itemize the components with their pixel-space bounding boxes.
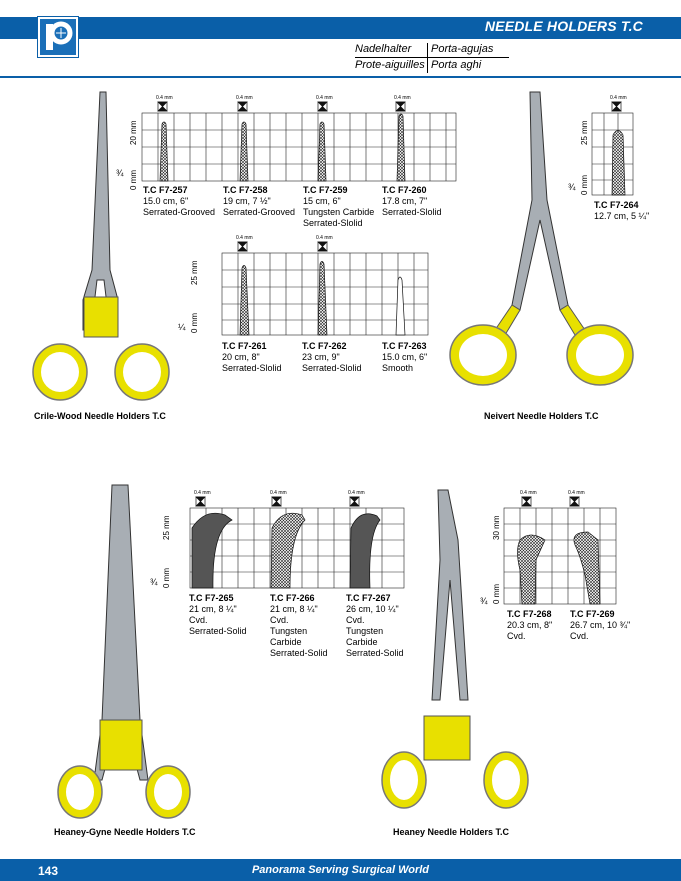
ruler-bottom-value: 0 mm [492, 583, 501, 604]
tips-crile-wood [159, 113, 406, 182]
tips-heaney [517, 531, 601, 605]
tip-size-label: 0.4 mm [348, 490, 365, 496]
tip-size-label: 0.4 mm [270, 490, 287, 496]
ruler-bottom-value: 0 mm [190, 312, 199, 333]
grid-crile-wood [141, 112, 457, 182]
neivert-instrument [449, 91, 634, 386]
ruler-fraction: ¼ [178, 322, 186, 332]
subtitle-spanish: Porta-agujas [431, 43, 494, 55]
footer-tagline: Panorama Serving Surgical World [251, 864, 430, 876]
ruler-fraction: ¾ [150, 577, 158, 587]
subtitle-italian: Porta aghi [431, 59, 482, 71]
header-rule [0, 76, 681, 78]
ruler-fraction: ¾ [568, 182, 576, 192]
ruler-fraction: ¾ [480, 596, 488, 606]
tip-size-label: 0.4 mm [610, 95, 627, 101]
ruler-top-value: 20 mm [129, 120, 138, 145]
subtitle-german: Nadelhalter [355, 43, 412, 55]
instrument-name-heaney-gyne: Heaney-Gyne Needle Holders T.C [54, 827, 196, 837]
tip-size-label: 0.4 mm [194, 490, 211, 496]
tip-size-label: 0.4 mm [156, 95, 173, 101]
tip-size-label: 0.4 mm [236, 95, 253, 101]
ruler-bottom-value: 0 mm [129, 169, 138, 190]
header-band [0, 17, 681, 39]
ruler-top-value: 25 mm [162, 515, 171, 540]
ruler-bottom-value: 0 mm [580, 174, 589, 195]
page-title: NEEDLE HOLDERS T.C [484, 18, 643, 34]
tip-size-label: 0.4 mm [520, 490, 537, 496]
tip-size-icons [157, 101, 622, 507]
tip-size-label: 0.4 mm [394, 95, 411, 101]
crile-wood-instrument [32, 91, 170, 401]
page-number: 143 [38, 864, 59, 878]
tip-neivert [611, 130, 626, 196]
subtitle-divider-h [355, 57, 509, 58]
heaney-gyne-instrument [57, 484, 191, 819]
tip-size-label: 0.4 mm [568, 490, 585, 496]
tips-heaney-gyne [191, 512, 381, 589]
tips-middle [239, 261, 406, 336]
ruler-top-value: 25 mm [190, 260, 199, 285]
tip-size-label: 0.4 mm [316, 95, 333, 101]
instrument-name-neivert: Neivert Needle Holders T.C [484, 411, 599, 421]
ruler-fraction: ¾ [116, 168, 124, 178]
subtitle-french: Prote-aiguilles [355, 59, 425, 71]
heaney-instrument [381, 489, 529, 809]
instrument-name-heaney: Heaney Needle Holders T.C [393, 827, 510, 837]
instrument-name-crile-wood: Crile-Wood Needle Holders T.C [34, 411, 166, 421]
panorama-logo [38, 17, 78, 57]
subtitle-divider [427, 43, 428, 73]
tip-size-label: 0.4 mm [316, 235, 333, 241]
ruler-top-value: 25 mm [580, 120, 589, 145]
footer-band [0, 859, 681, 881]
ruler-top-value: 30 mm [492, 515, 501, 540]
tip-size-label: 0.4 mm [236, 235, 253, 241]
ruler-bottom-value: 0 mm [162, 567, 171, 588]
